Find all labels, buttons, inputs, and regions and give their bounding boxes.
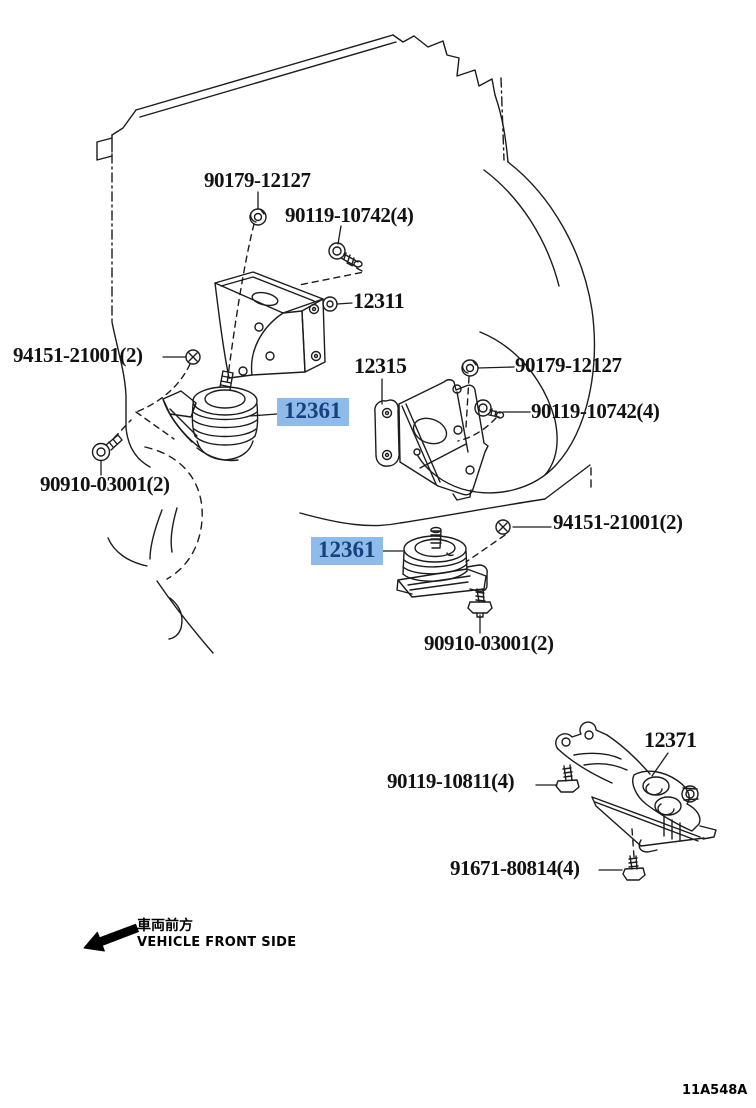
bolt-icon xyxy=(622,855,646,881)
part-label-94151-21001-left: 94151-21001(2) xyxy=(13,343,143,367)
part-label-90119-10742-top: 90119-10742(4) xyxy=(285,203,414,227)
part-label-12371: 12371 xyxy=(644,727,697,752)
dashed-leaders xyxy=(113,223,635,858)
part-label-12361-rear-highlighted[interactable]: 12361 xyxy=(311,537,383,565)
nut-icon xyxy=(461,359,479,377)
bolt-icon xyxy=(555,764,580,793)
bracket-12311-drawing xyxy=(214,271,338,379)
drawing-code: 11A548A xyxy=(682,1083,748,1098)
insulator-12361-front-drawing xyxy=(162,370,259,462)
part-label-90119-10742-right: 90119-10742(4) xyxy=(531,399,660,423)
mounting-12371-drawing xyxy=(555,721,717,853)
bolt-icon xyxy=(91,434,123,462)
part-label-90179-12127-right: 90179-12127 xyxy=(515,353,622,377)
bolt-icon xyxy=(328,242,363,268)
vehicle-front-label-en: VEHICLE FRONT SIDE xyxy=(137,935,297,950)
vehicle-front-arrow-icon xyxy=(83,923,139,952)
part-label-90910-03001-lower: 90910-03001(2) xyxy=(424,631,554,655)
part-label-90910-03001-left: 90910-03001(2) xyxy=(40,472,170,496)
body-outline xyxy=(107,446,214,654)
part-label-94151-21001-right: 94151-21001(2) xyxy=(553,510,683,534)
nut-icon xyxy=(185,349,201,365)
bolt-icon xyxy=(467,588,493,618)
vehicle-front-label-jp: 車両前方 xyxy=(137,918,193,934)
part-label-12311: 12311 xyxy=(353,288,405,313)
part-label-90119-10811: 90119-10811(4) xyxy=(387,769,515,793)
engine-outline xyxy=(96,34,596,494)
nut-icon xyxy=(495,519,511,535)
frame-line xyxy=(299,464,592,527)
leader-lines xyxy=(100,191,669,871)
part-label-91671-80814: 91671-80814(4) xyxy=(450,856,580,880)
bracket-12315-drawing xyxy=(374,379,489,501)
nut-icon xyxy=(249,208,267,226)
part-label-12361-front-highlighted[interactable]: 12361 xyxy=(277,398,349,426)
part-label-90179-12127-top: 90179-12127 xyxy=(204,168,311,192)
part-label-12315: 12315 xyxy=(354,353,407,378)
bolt-icon xyxy=(474,399,505,419)
insulator-12361-rear-drawing xyxy=(396,526,488,598)
